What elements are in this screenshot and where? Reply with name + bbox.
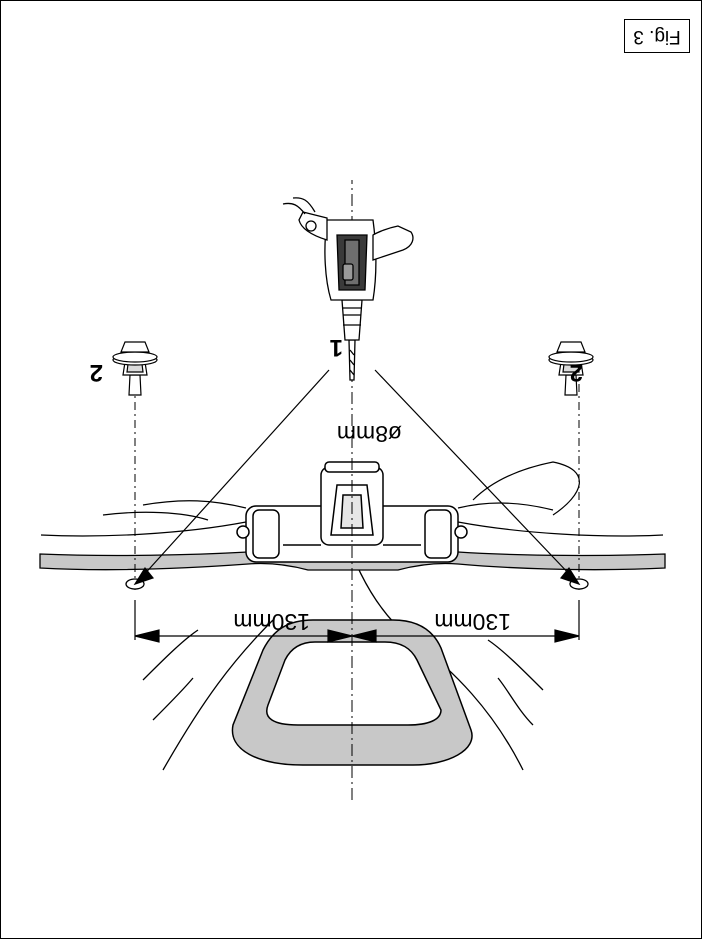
rotated-figure: 1 2 2 ø8mm 130mm 130mm (39, 180, 666, 800)
grab-handle (231, 619, 473, 766)
drill-icon (282, 197, 414, 381)
dimension-lines (134, 600, 580, 643)
dimension-label-left: 130mm (434, 609, 511, 635)
push-rivet-icon (112, 341, 594, 396)
callout-fastener-right: 2 (90, 359, 103, 386)
tail-fairing (40, 461, 664, 537)
dimension-label-right: 130mm (233, 609, 310, 635)
drill-diameter-label: ø8mm (337, 421, 402, 447)
hinge-bracket (236, 461, 468, 563)
callout-drill: 1 (330, 334, 343, 361)
callout-fastener-left: 2 (570, 359, 583, 386)
figure-label: Fig. 3 (624, 19, 690, 53)
drill-guide-lines (133, 369, 581, 586)
